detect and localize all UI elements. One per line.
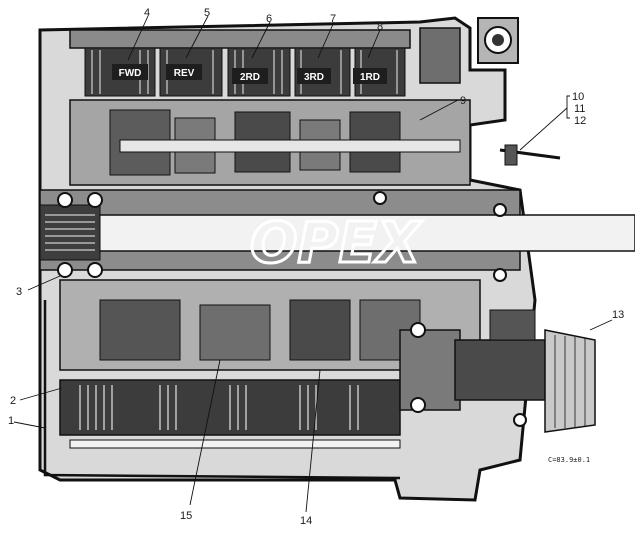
callout-12: 12 <box>574 115 586 127</box>
upper-shaft-assembly <box>69 99 561 186</box>
fwd-clutch-label: FWD <box>119 68 142 79</box>
callout-1: 1 <box>8 415 14 427</box>
callout-2: 2 <box>10 395 16 407</box>
third-clutch-plate <box>297 68 331 84</box>
callout-7: 7 <box>330 13 336 25</box>
leader-lines <box>13 15 613 513</box>
callout-10: 10 <box>572 91 584 103</box>
callout-13: 13 <box>612 309 624 321</box>
callout-15: 15 <box>180 510 192 522</box>
callout-9: 9 <box>460 95 466 107</box>
callout-labels: 1 2 3 4 5 6 7 8 9 10 11 12 13 14 15 <box>8 7 624 527</box>
rev-clutch-plate <box>166 64 202 80</box>
callout-14: 14 <box>300 515 312 527</box>
lower-shaft-assembly <box>59 279 596 449</box>
main-shaft <box>39 189 635 282</box>
first-clutch-label: 1RD <box>360 72 380 83</box>
callout-3: 3 <box>16 286 22 298</box>
dimension-note: C=83.9±0.1 <box>548 456 590 464</box>
rev-clutch-label: REV <box>174 68 195 79</box>
callout-6: 6 <box>266 13 272 25</box>
second-clutch-label: 2RD <box>240 72 260 83</box>
callout-4: 4 <box>144 7 150 19</box>
callout-8: 8 <box>377 21 383 33</box>
third-clutch-label: 3RD <box>304 72 324 83</box>
first-clutch-plate <box>353 68 387 84</box>
fwd-clutch-plate <box>112 64 148 80</box>
second-clutch-plate <box>232 68 268 84</box>
watermark-text: OPEX <box>250 211 423 276</box>
callout-11: 11 <box>574 103 585 115</box>
callout-5: 5 <box>204 7 210 19</box>
